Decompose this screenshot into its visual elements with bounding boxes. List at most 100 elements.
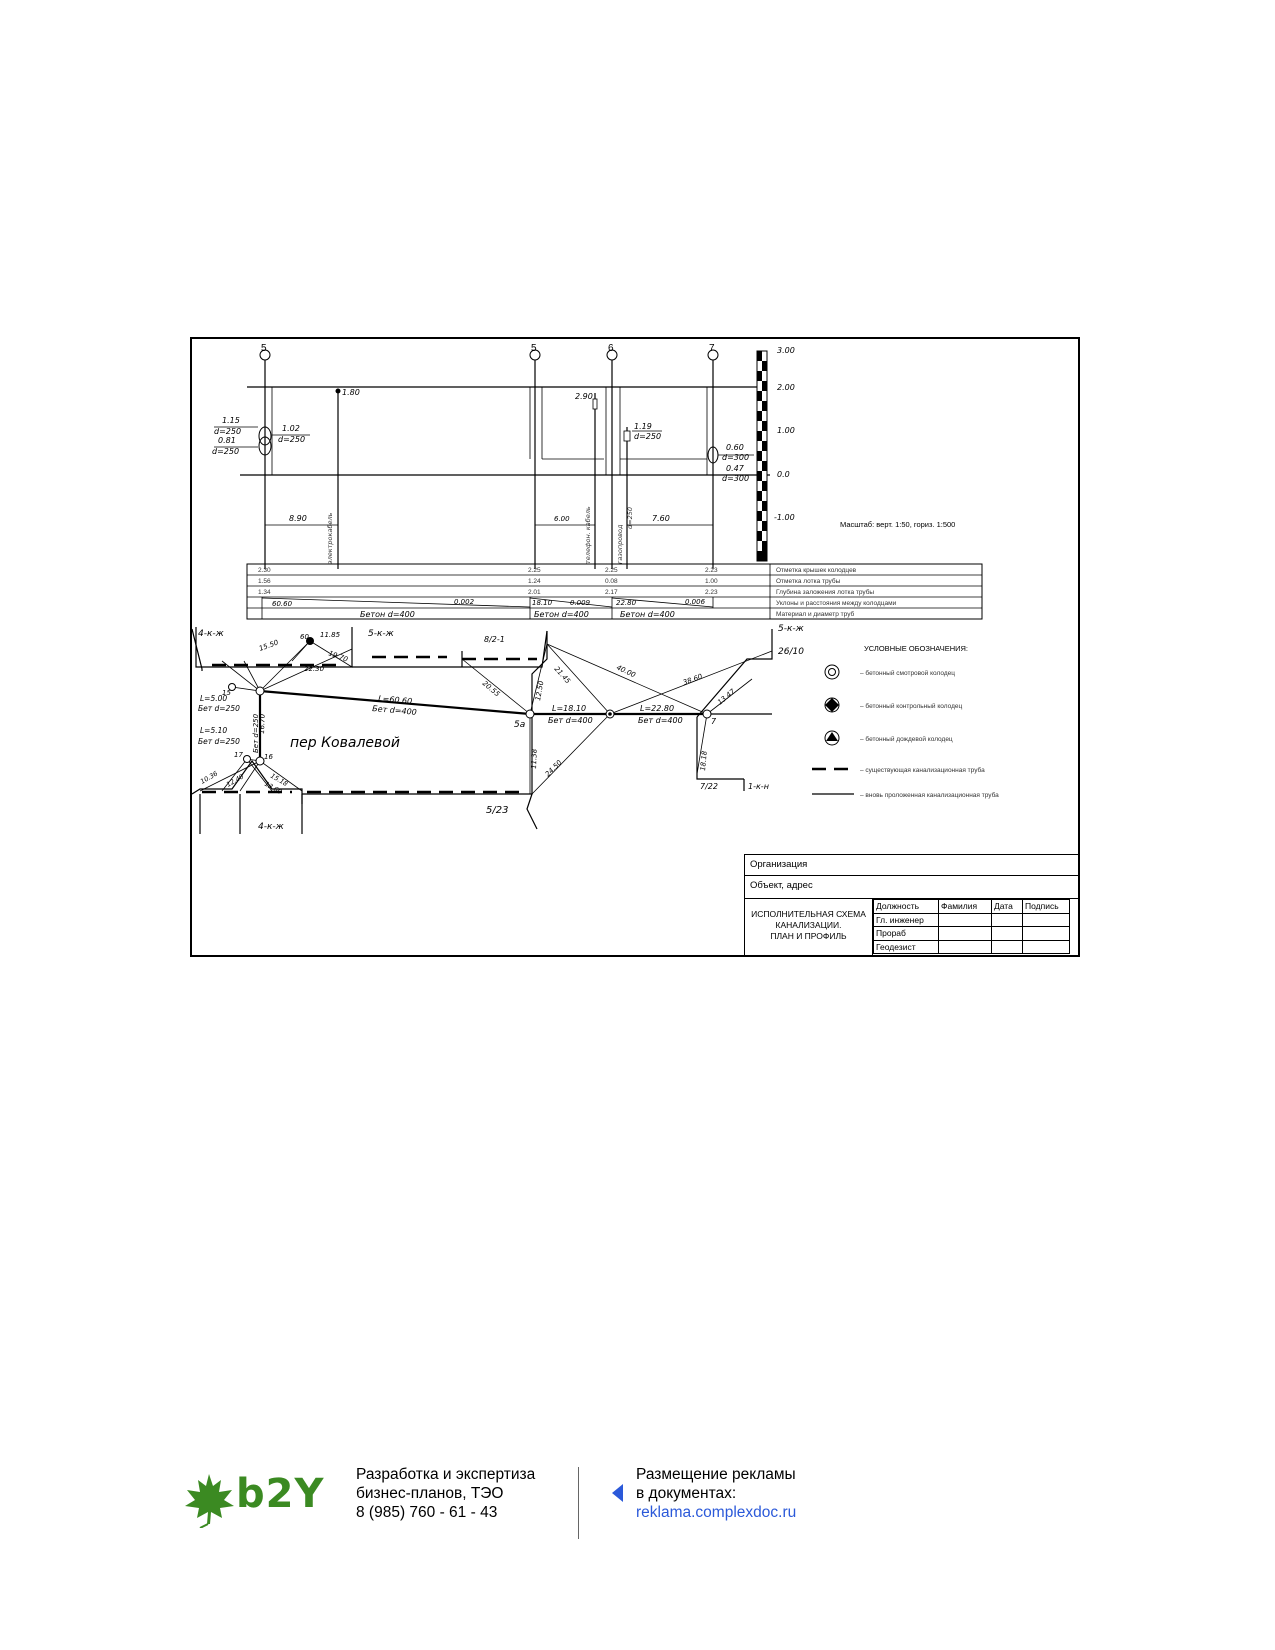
crossing-label: d=250: [626, 507, 634, 529]
building-label: 8/2-1: [484, 635, 505, 644]
header-cell: Должность: [873, 899, 939, 914]
table-cell: 1.00: [705, 578, 718, 585]
table-cell: 0.009: [570, 599, 591, 607]
segment-label: L=5.10: [200, 726, 227, 735]
scale-note: Масштаб: верт. 1:50, гориз. 1:500: [840, 520, 955, 529]
table-cell: Бетон d=400: [534, 610, 589, 619]
segment-label: L=5.00: [200, 694, 227, 703]
new-pipes: [199, 640, 773, 795]
existing-pipes: [202, 655, 537, 794]
role-cell: Геодезист: [873, 939, 939, 954]
building-label: 1-к-н: [748, 782, 769, 791]
dimension-label: 16.70: [258, 713, 267, 734]
scale-tick: 3.00: [777, 346, 795, 355]
crossing-label: газопровод: [616, 524, 624, 564]
legend-item: – существующая канализационная труба: [860, 766, 985, 774]
segment-label: L=60.60: [378, 694, 413, 706]
building-label: 26/10: [778, 647, 804, 657]
building-label: 4-к-ж: [258, 822, 285, 832]
table-cell: 2.01: [528, 589, 541, 596]
node-label: 7: [711, 717, 717, 726]
table-cell: 0.002: [454, 598, 475, 606]
pipe-diameter: d=250: [212, 447, 239, 456]
table-cell: 22.80: [616, 599, 637, 607]
distance-label: 6.00: [554, 515, 570, 523]
dimension-label: 12.50: [534, 680, 545, 702]
header-cell: Фамилия: [938, 899, 992, 914]
table-cell: 18.10: [532, 599, 553, 607]
footer-divider: [578, 1467, 579, 1539]
pipe-diameter: d=250: [278, 435, 305, 444]
legend-item: – бетонный контрольный колодец: [860, 702, 962, 710]
well-verticals: [259, 349, 719, 569]
table-cell: 1.56: [258, 578, 271, 585]
elevation-label: 2.90: [575, 392, 593, 401]
object-address-field: Объект, адрес: [744, 875, 1078, 899]
drawing-title: ИСПОЛНИТЕЛЬНАЯ СХЕМА КАНАЛИЗАЦИИ. ПЛАН И…: [745, 899, 873, 955]
pipe-annotations-right: [707, 446, 754, 476]
elevation-label: 1.80: [342, 388, 360, 397]
node-label: 15: [222, 689, 231, 697]
legend-item: – бетонный дождевой колодец: [860, 735, 953, 743]
header-cell: Дата: [991, 899, 1023, 914]
building-label: 4-к-ж: [198, 629, 225, 639]
elevation-label: 0.81: [218, 436, 236, 445]
table-cell: 2.30: [258, 567, 271, 574]
legend-symbols: [812, 664, 854, 795]
footer-ad: b2Y Разработка и экспертиза бизнес-плано…: [180, 1465, 880, 1545]
street-name: пер Ковалевой: [290, 735, 400, 751]
footer-line: Размещение рекламы: [636, 1466, 796, 1483]
segment-label: Бет d=250: [198, 704, 240, 713]
table-cell: 1.24: [528, 578, 541, 585]
table-row-label: Уклоны и расстояния между колодцами: [776, 600, 897, 607]
pipe-annotations-left: [214, 426, 310, 456]
footer-phone: 8 (985) 760 - 61 - 43: [356, 1504, 498, 1521]
drawing-title-line: ПЛАН И ПРОФИЛЬ: [770, 931, 847, 941]
dimension-label: 38.60: [682, 672, 704, 687]
arrow-left-icon: [612, 1484, 623, 1502]
drawing-title-line: ИСПОЛНИТЕЛЬНАЯ СХЕМА: [751, 909, 866, 919]
dimension-label: 22.30: [304, 665, 325, 673]
scale-tick: 2.00: [777, 383, 795, 392]
pipe-diameter: d=250: [634, 432, 661, 441]
pipe-diameter: d=300: [722, 453, 749, 462]
elevation-label: 0.47: [726, 464, 745, 473]
organization-field: Организация: [744, 854, 1078, 876]
header-cell: Подпись: [1022, 899, 1070, 914]
dimension-label: 18.18: [699, 750, 709, 771]
elevation-label: 0.60: [726, 443, 744, 452]
title-block: Организация Объект, адрес ИСПОЛНИТЕЛЬНАЯ…: [744, 854, 1078, 955]
well-label: 5: [531, 343, 537, 354]
table-row-label: Отметка крышек колодцев: [776, 567, 857, 574]
building-label: 5/23: [486, 805, 508, 816]
signatures-table: Должность Фамилия Дата Подпись Гл. инжен…: [873, 899, 1070, 954]
table-cell: 2.25: [605, 567, 618, 574]
table-row-label: Отметка лотка трубы: [776, 577, 841, 585]
elevation-label: 1.02: [282, 424, 300, 433]
segment-label: L=22.80: [640, 704, 674, 713]
legend-title: УСЛОВНЫЕ ОБОЗНАЧЕНИЯ:: [864, 644, 968, 653]
profile-data-table: [246, 563, 983, 620]
well-label: 6: [608, 343, 614, 354]
elevation-label: 1.15: [222, 416, 240, 425]
table-cell: 1.34: [258, 589, 271, 596]
building-label: 5-к-ж: [368, 629, 395, 639]
distance-label: 8.90: [289, 514, 307, 523]
footer-line: бизнес-планов, ТЭО: [356, 1485, 504, 1502]
table-cell: 60.60: [272, 600, 293, 608]
legend-item: – бетонный смотровой колодец: [860, 669, 955, 677]
footer-left-text: Разработка и экспертиза бизнес-планов, Т…: [356, 1465, 535, 1522]
table-cell: 2.23: [705, 589, 718, 596]
dimension-label: 11.85: [320, 631, 341, 639]
wells: [228, 637, 712, 766]
role-cell: Прораб: [873, 926, 939, 941]
drawing-svg: 5 5 6 7 1.80 электрокабель 2.90 телефон.…: [192, 343, 999, 834]
scale-tick: -1.00: [774, 513, 795, 522]
dimension-label: 13.47: [716, 687, 737, 706]
node-label: 60: [300, 633, 309, 641]
scale-tick: 0.0: [777, 470, 790, 479]
building-label: 7/22: [700, 782, 718, 791]
footer-link[interactable]: reklama.complexdoc.ru: [636, 1504, 797, 1521]
segment-label: Бет d=400: [372, 704, 417, 717]
elevation-label: 1.19: [634, 422, 652, 431]
